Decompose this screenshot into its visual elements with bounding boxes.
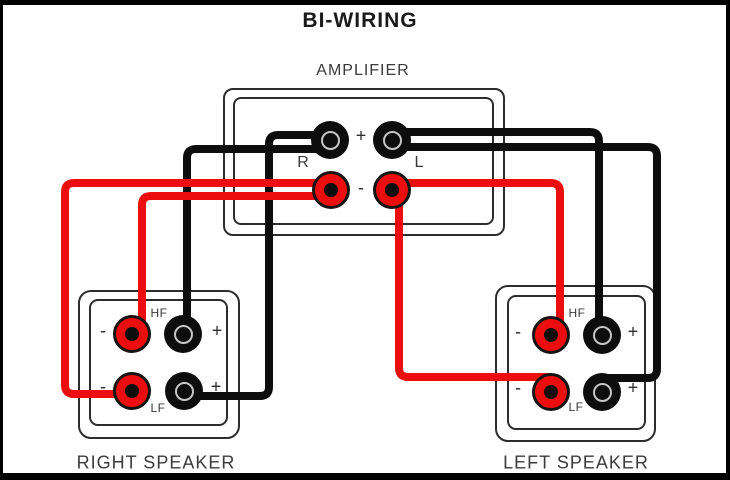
right-speaker-hf-label: HF — [150, 306, 168, 320]
left-speaker-hf-plus-sign: + — [627, 321, 639, 342]
wire-amp-r-negative-to-right-hf-negative — [138, 192, 331, 334]
right-speaker-hf-minus-sign: - — [100, 320, 106, 341]
wire-amp-l-positive-to-left-hf-positive — [392, 128, 603, 335]
left-speaker-label: LEFT SPEAKER — [503, 452, 649, 473]
wire-amp-r-positive-to-right-hf-positive — [183, 145, 330, 334]
right-speaker-lf-minus-sign: - — [100, 376, 106, 397]
left-speaker-hf-label: HF — [568, 306, 586, 320]
amp-left-channel-label: L — [414, 154, 424, 171]
right-speaker-box — [78, 290, 240, 439]
right-speaker-box-inner — [89, 299, 228, 426]
left-speaker-lf-plus-sign: + — [627, 377, 639, 398]
diagram-title: BI-WIRING — [302, 9, 418, 32]
amp-plus-sign: + — [355, 125, 367, 146]
left-speaker-lf-minus-sign: - — [515, 377, 521, 398]
amplifier-box — [223, 88, 505, 236]
wire-amp-l-negative-to-left-hf-negative — [392, 179, 564, 335]
right-speaker-hf-plus-sign: + — [211, 320, 223, 341]
left-speaker-lf-label: LF — [568, 400, 584, 414]
wire-amp-r-negative-to-right-lf-negative — [61, 179, 331, 398]
amp-minus-sign: - — [358, 177, 364, 198]
left-speaker-box-inner — [507, 295, 646, 430]
amplifier-label: AMPLIFIER — [316, 62, 410, 79]
left-speaker-hf-minus-sign: - — [515, 321, 521, 342]
wire-amp-l-negative-to-left-lf-negative — [395, 190, 551, 381]
wire-amp-l-positive-to-left-lf-positive — [392, 143, 661, 382]
wire-amp-r-positive-to-right-lf-positive — [184, 131, 330, 400]
right-speaker-lf-plus-sign: + — [210, 376, 222, 397]
right-speaker-lf-label: LF — [150, 401, 166, 415]
right-speaker-label: RIGHT SPEAKER — [76, 452, 236, 473]
amp-right-channel-label: R — [297, 154, 309, 171]
amplifier-box-inner — [233, 97, 494, 225]
